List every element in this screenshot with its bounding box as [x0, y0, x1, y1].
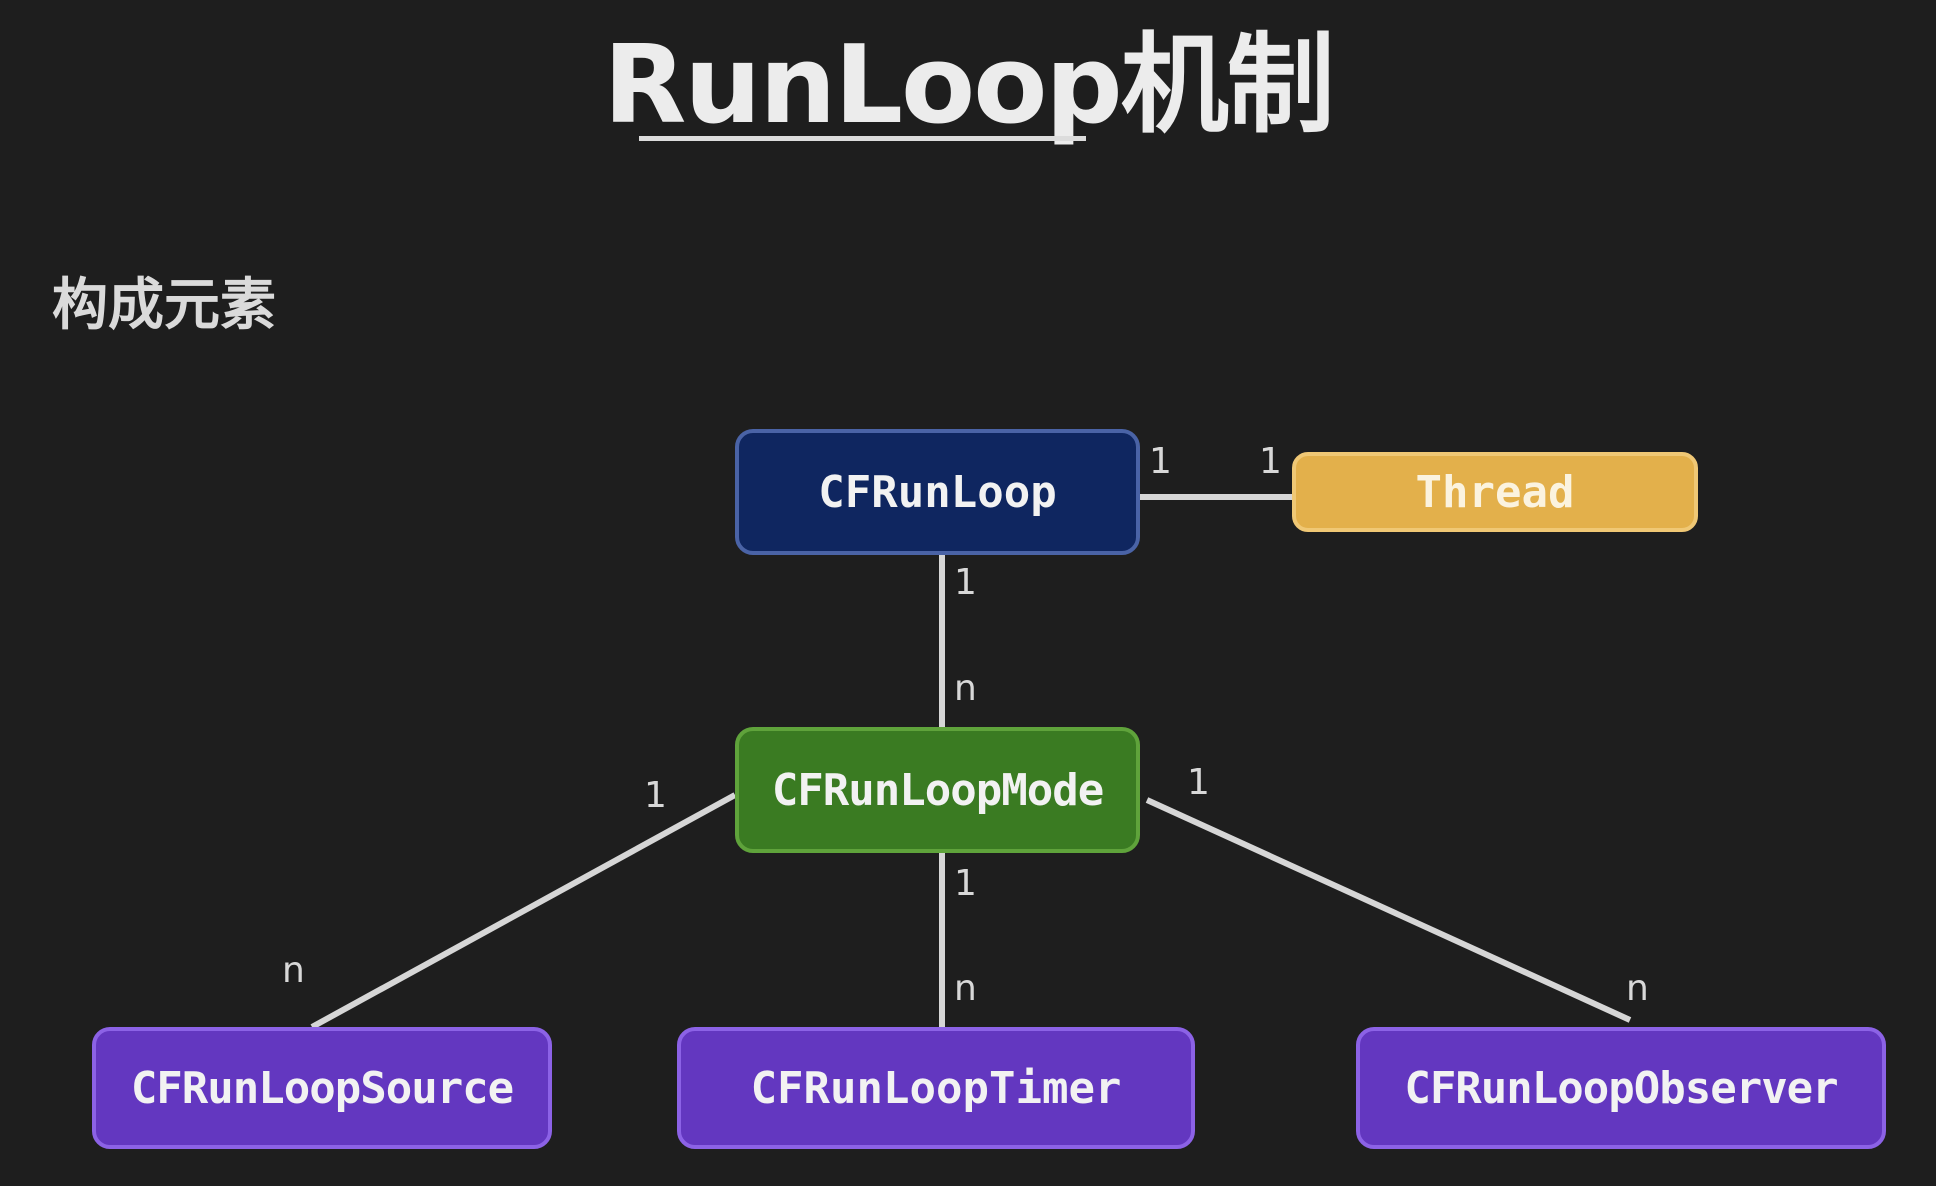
cfrunloopmode-node: CFRunLoopMode — [735, 727, 1140, 853]
cardinality-runloop-thread-to: 1 — [1259, 441, 1282, 482]
page-title: RunLoop机制 — [603, 23, 1334, 148]
cardinality-mode-source-from: 1 — [644, 775, 667, 816]
cardinality-mode-timer-to: n — [954, 968, 977, 1009]
cardinality-mode-source-to: n — [282, 950, 305, 991]
cfrunloopobserver-node: CFRunLoopObserver — [1356, 1027, 1886, 1149]
cardinality-mode-timer-from: 1 — [954, 863, 977, 904]
thread-node: Thread — [1292, 452, 1698, 532]
cardinality-runloop-mode-from: 1 — [954, 562, 977, 603]
cfrunlooptimer-node: CFRunLoopTimer — [677, 1027, 1195, 1149]
section-heading: 构成元素 — [52, 273, 276, 338]
cfrunloop-node: CFRunLoop — [735, 429, 1140, 555]
cardinality-mode-observer-from: 1 — [1187, 762, 1210, 803]
title-underline — [639, 136, 1086, 141]
cardinality-mode-observer-to: n — [1626, 968, 1649, 1009]
cardinality-runloop-mode-to: n — [954, 668, 977, 709]
cfrunloopsource-node: CFRunLoopSource — [92, 1027, 552, 1149]
cardinality-runloop-thread-from: 1 — [1149, 441, 1172, 482]
line-mode-source — [310, 792, 737, 1030]
line-mode-observer — [1145, 797, 1632, 1023]
